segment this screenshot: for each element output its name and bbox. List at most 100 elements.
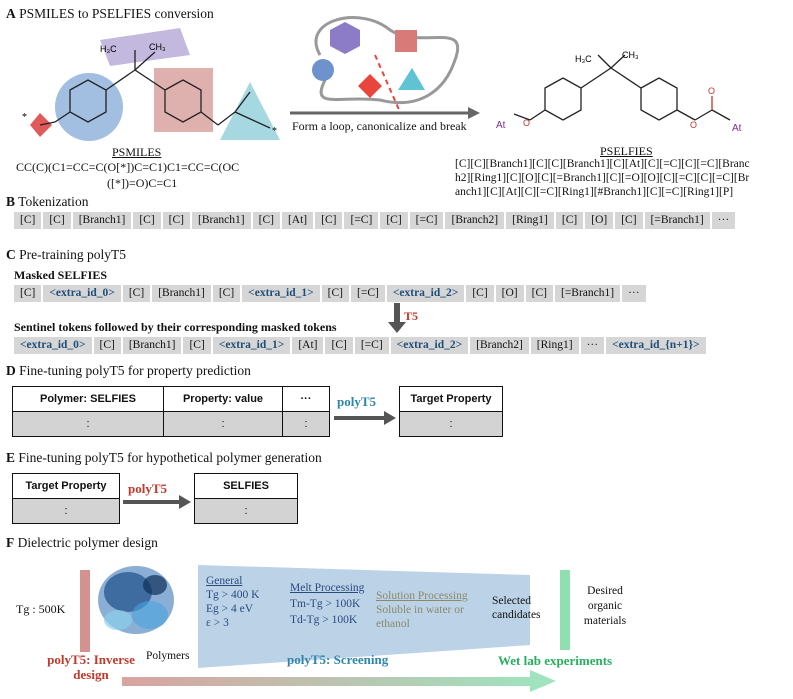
star-right: * [272,126,277,137]
token: ··· [580,337,605,354]
general-title: General [206,575,243,587]
polymers-label: Polymers [146,650,190,662]
o-top: O [708,86,715,96]
cell-selfies: : [12,411,164,437]
token: [=C] [354,337,389,354]
general-line-1: Tg > 400 K [206,589,260,601]
token: [C] [43,212,71,229]
general-line-3: ε > 3 [206,617,229,629]
wetlab-bar [560,570,570,650]
target-table-d: Target Property : [399,386,503,437]
token: [=Branch1] [554,285,621,302]
o-mid: O [690,120,697,130]
target-header-e: Target Property [12,473,120,499]
conversion-arrow-label: Form a loop, canonicalize and break [292,119,467,133]
masked-selfies-label: Masked SELFIES [14,268,108,282]
sentinel-token: <extra_id_0> [14,337,92,354]
at-right: At [732,123,742,134]
solution-title: Solution Processing [376,590,468,602]
header-selfies: Polymer: SELFIES [12,386,164,412]
teal-triangle-highlight [220,82,280,140]
pipeline-arrow-head [530,670,556,692]
token: [C] [14,212,42,229]
melt-title: Melt Processing [290,582,365,594]
input-table-d: Polymer: SELFIES Property: value ··· : :… [12,386,330,437]
token: [O] [585,212,614,229]
pselfies-label: PSELFIES [600,144,653,158]
sentinel-label: Sentinel tokens followed by their corres… [14,320,337,334]
token: [C] [380,212,408,229]
target-cell-e: : [12,498,120,524]
left-molecule [39,50,271,129]
selected-line-2: candidates [492,609,541,621]
token: [O] [495,285,524,302]
pselfies-line-3: anch1][C][At][C][=C][Ring1][#Branch1][C]… [455,186,734,198]
general-criteria: General Tg > 400 K Eg > 4 eV ε > 3 [206,574,259,630]
break-line [374,54,401,113]
masked-selfies-row: [C]<extra_id_0>[C][Branch1][C]<extra_id_… [14,285,646,302]
sentinel-token: <extra_id_{n+1}> [606,337,706,354]
token: [C] [325,337,353,354]
sentinel-token: <extra_id_2> [390,337,469,354]
at-left: At [496,120,506,131]
polyt5-arrow-e-label: polyT5 [128,481,168,496]
token: [At] [281,212,314,229]
right-ch3-label: CH₃ [622,50,639,60]
token: [=C] [409,212,444,229]
token: [C] [162,212,190,229]
token: [Branch1] [72,212,132,229]
token: [=C] [351,285,385,302]
teal-triangle [398,68,425,90]
section-d-title: D Fine-tuning polyT5 for property predic… [6,363,251,378]
token: [C] [14,285,42,302]
token: ··· [711,212,736,229]
conversion-arrow-head [468,107,480,119]
red-diamond [358,74,382,98]
target-header-d: Target Property [399,386,503,412]
pselfies-line-1: [C][C][Branch1][C][C][Branch1][C][At][C]… [455,158,750,170]
token: [Branch2] [470,337,529,354]
token: [C] [212,285,241,302]
desired-line-1: Desired [587,585,623,597]
token: [C] [315,212,343,229]
token: [C] [615,212,643,229]
inverse-design-label: polyT5: Inverse design [36,652,146,682]
sentinel-token: <extra_id_0> [43,285,121,302]
token: [Ring1] [530,337,579,354]
tg-label: Tg : 500K [16,602,66,616]
sentinel-token: <extra_id_2> [386,285,465,302]
token: [Ring1] [506,212,554,229]
token: [Branch2] [445,212,505,229]
pselfies-text: [C][C][Branch1][C][C][Branch1][C][At][C]… [455,157,750,199]
section-a-title: A PSMILES to PSELFIES conversion [6,6,214,21]
tokenization-row: [C][C][Branch1][C][C][Branch1][C][At][C]… [14,212,736,229]
token: [=C] [344,212,379,229]
token: [=Branch1] [644,212,710,229]
target-table-e: Target Property : [12,473,120,524]
selected-candidates: Selected candidates [492,594,541,622]
desired-line-2: organic [587,600,623,612]
section-e-title: E Fine-tuning polyT5 for hypothetical po… [6,450,322,465]
general-line-2: Eg > 4 eV [206,603,254,615]
token: [C] [93,337,121,354]
right-h3c-label: H₃C [575,54,592,64]
token: [C] [321,285,349,302]
red-square [395,30,417,52]
pselfies-line-2: h2][Ring1][C][O][C][=Branch1][C][=O][O][… [455,172,750,184]
psmiles-line-2: ([*])=O)C=C1 [107,176,178,190]
desired-materials: Desired organic materials [580,584,630,629]
melt-criteria: Melt Processing Tm-Tg > 100K Td-Tg > 100… [290,580,364,628]
token: [Branch1] [152,285,211,302]
selfies-header-e: SELFIES [194,473,298,499]
t5-label: T5 [404,309,419,323]
sentinel-row: <extra_id_0>[C][Branch1][C]<extra_id_1>[… [14,337,706,354]
solution-criteria: Solution Processing Soluble in water or … [376,589,468,631]
selfies-cell-e: : [194,498,298,524]
wetlab-label: Wet lab experiments [498,653,613,668]
screening-label: polyT5: Screening [287,652,389,667]
cell-property: : [163,411,283,437]
blue-circle [312,59,334,81]
panel-a-graphics: H₃C CH₃ * * H₃C CH₃ At At O O O [22,16,742,141]
token: ··· [622,285,646,302]
inverse-line-2: design [73,667,109,682]
